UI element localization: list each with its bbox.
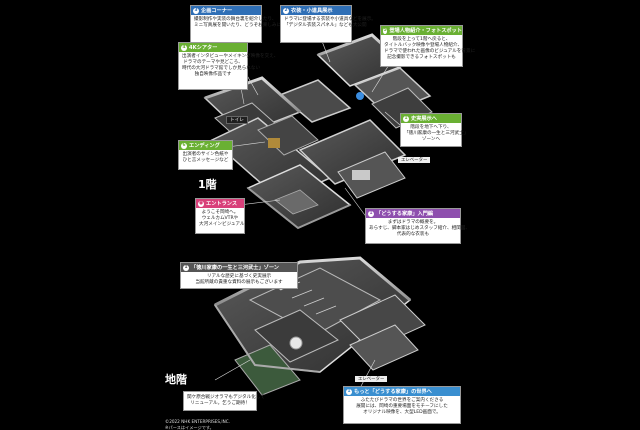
toilet-label: トイレ	[226, 116, 248, 124]
callout-nyumon: 1「どうする家康」入門編 まずはドラマの概要を。あらすじ、脚本家はじめスタッフ紹…	[365, 208, 470, 244]
floor-label-1f: 1階	[198, 178, 217, 191]
copyright: ©2022 NHK ENTERPRISES,INC. ※パースはイメージです。	[165, 419, 231, 430]
callout-tokugawa: 1「徳川家康の一生と三河武士」ゾーン リアルな歴史に基づく史実展示当館所蔵の貴重…	[180, 262, 298, 289]
elevator-label-b1: エレベーター	[355, 376, 388, 382]
callout-diorama: 関ケ原合戦ジオラマもデジタル化してリニューアル。乞うご期待！	[183, 391, 265, 411]
floor-label-b1: 地階	[165, 373, 187, 386]
callout-entrance: ●エントランス ようこそ岡崎へ。ウェルカムVTRや大河メインビジュアル	[195, 198, 245, 234]
elevator-label-1f: エレベーター	[398, 157, 431, 163]
